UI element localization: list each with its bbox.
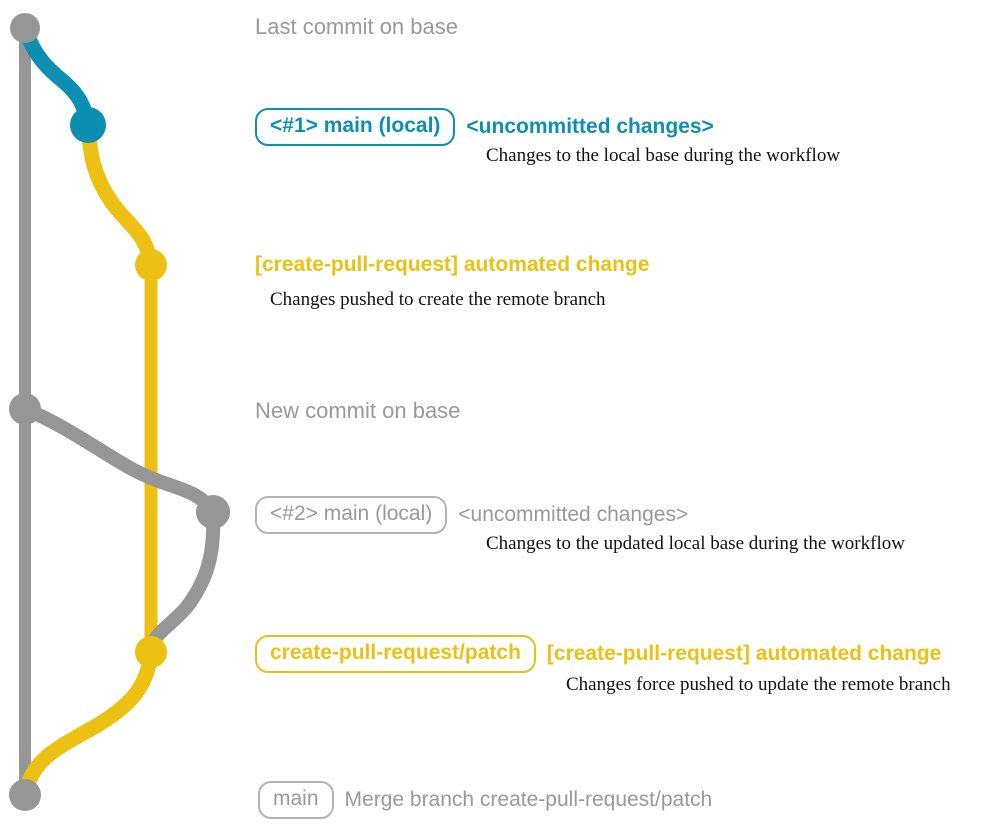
row-merge-commit: main Merge branch create-pull-request/pa… <box>258 781 713 820</box>
edge-remote-2-to-merge <box>17 644 159 803</box>
commit-subject-uncommitted-2: <uncommitted changes> <box>458 503 689 527</box>
heading-last-commit-on-base: Last commit on base <box>255 14 458 39</box>
branch-pill-main-local-1[interactable]: <#1> main (local) <box>255 108 456 147</box>
branch-pill-main[interactable]: main <box>258 781 334 820</box>
commit-subject-automated-change-1: [create-pull-request] automated change <box>255 253 650 276</box>
edge-local-2-to-remote-2 <box>144 505 221 659</box>
edge-local-1-to-remote-1 <box>80 117 159 273</box>
node-local-commit-2[interactable] <box>196 495 230 529</box>
node-local-commit-1[interactable] <box>70 107 106 143</box>
row-automated-change-2: create-pull-request/patch [create-pull-r… <box>255 635 942 674</box>
branch-pill-main-local-2[interactable]: <#2> main (local) <box>255 496 448 535</box>
commit-subject-automated-change-2: [create-pull-request] automated change <box>546 642 942 666</box>
commit-description-3: Changes to the updated local base during… <box>486 533 905 554</box>
node-remote-commit-2[interactable] <box>135 636 167 668</box>
node-base-merge-commit[interactable] <box>9 779 41 811</box>
row-automated-change-1: [create-pull-request] automated change <box>255 253 649 277</box>
row-local-uncommitted-2: <#2> main (local) <uncommitted changes> <box>255 496 689 535</box>
heading-new-commit-on-base: New commit on base <box>255 398 461 423</box>
commit-description-4: Changes force pushed to update the remot… <box>566 674 951 695</box>
node-remote-commit-1[interactable] <box>135 249 167 281</box>
edge-base-to-local-2 <box>18 402 220 519</box>
git-graph <box>9 13 230 811</box>
node-base-new-commit[interactable] <box>9 393 41 425</box>
node-base-last-commit[interactable] <box>10 13 40 43</box>
branch-pill-create-pull-request-patch[interactable]: create-pull-request/patch <box>255 635 536 674</box>
commit-subject-merge-branch: Merge branch create-pull-request/patch <box>344 788 713 812</box>
commit-description-2: Changes pushed to create the remote bran… <box>270 289 606 310</box>
commit-subject-uncommitted-1: <uncommitted changes> <box>466 115 714 139</box>
commit-description-1: Changes to the local base during the wor… <box>486 145 841 166</box>
row-local-uncommitted-1: <#1> main (local) <uncommitted changes> <box>255 108 714 147</box>
